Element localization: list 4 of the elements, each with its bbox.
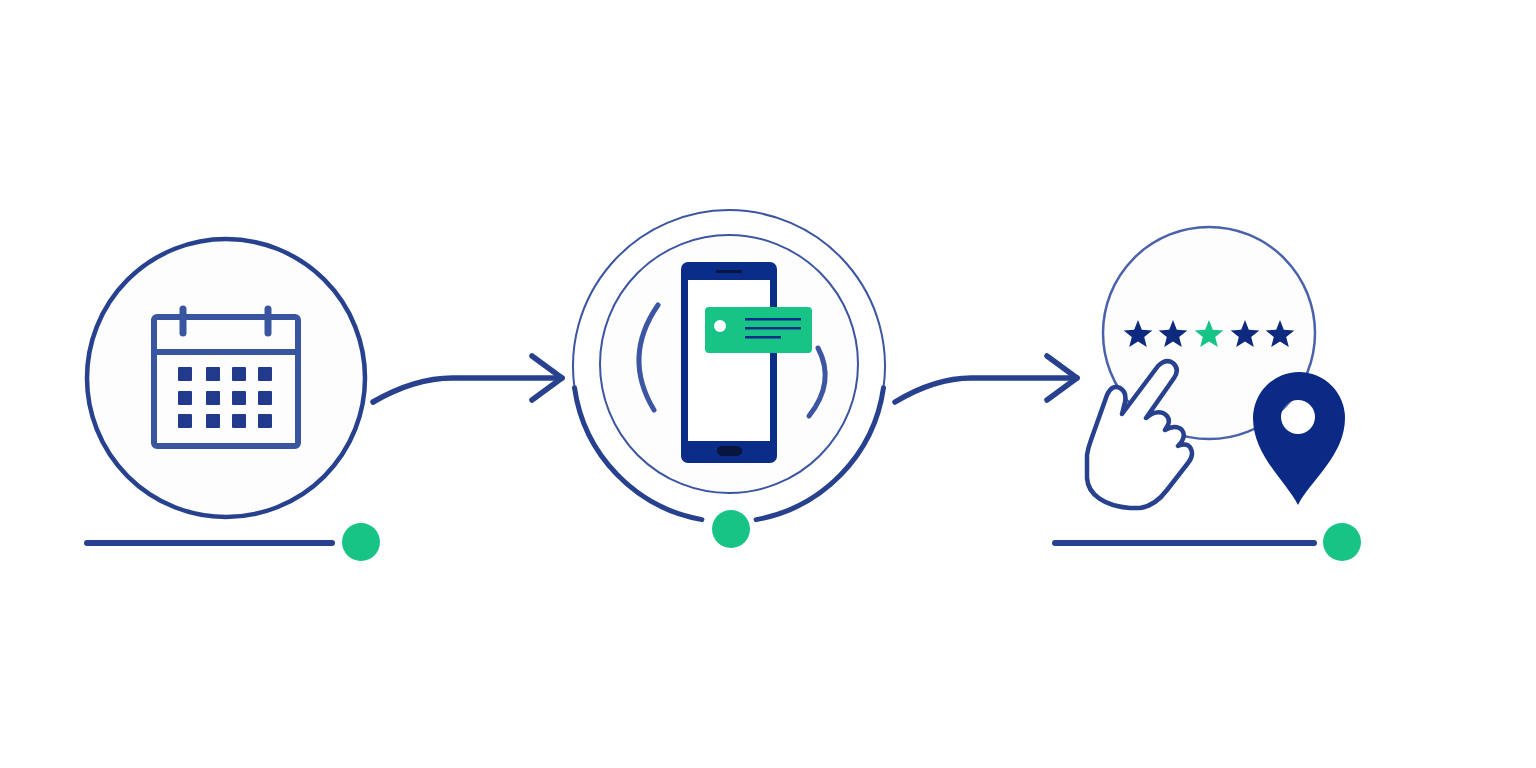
arrow bbox=[370, 353, 565, 405]
arrow bbox=[892, 353, 1080, 405]
star-rating-illustration bbox=[1083, 225, 1348, 512]
calendar-illustration bbox=[84, 236, 369, 521]
